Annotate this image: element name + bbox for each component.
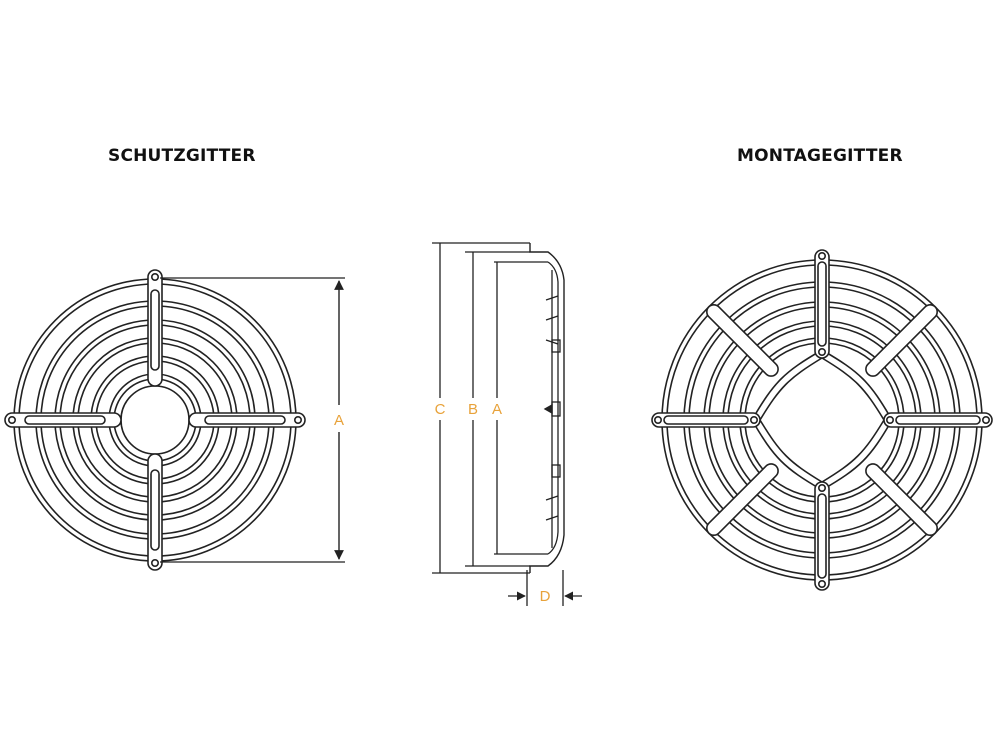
- montage-mounting-eyes: [653, 252, 990, 588]
- side-dimension-a-label: A: [492, 401, 502, 418]
- side-dimension-b-label: B: [468, 401, 478, 418]
- montagegitter-front-view: [651, 249, 993, 591]
- side-dimension-c-label: C: [435, 401, 446, 418]
- schutzgitter-title: SCHUTZGITTER: [108, 146, 256, 166]
- schutzgitter-front-view: [4, 269, 345, 571]
- mounting-eyes: [8, 272, 302, 567]
- montage-spokes: [651, 249, 993, 591]
- montagegitter-title: MONTAGEGITTER: [737, 146, 903, 166]
- front-dimension-a-label: A: [334, 412, 344, 429]
- guard-spokes: [4, 269, 306, 571]
- side-dimension-d-label: D: [540, 588, 551, 605]
- side-profile-view: [432, 242, 582, 606]
